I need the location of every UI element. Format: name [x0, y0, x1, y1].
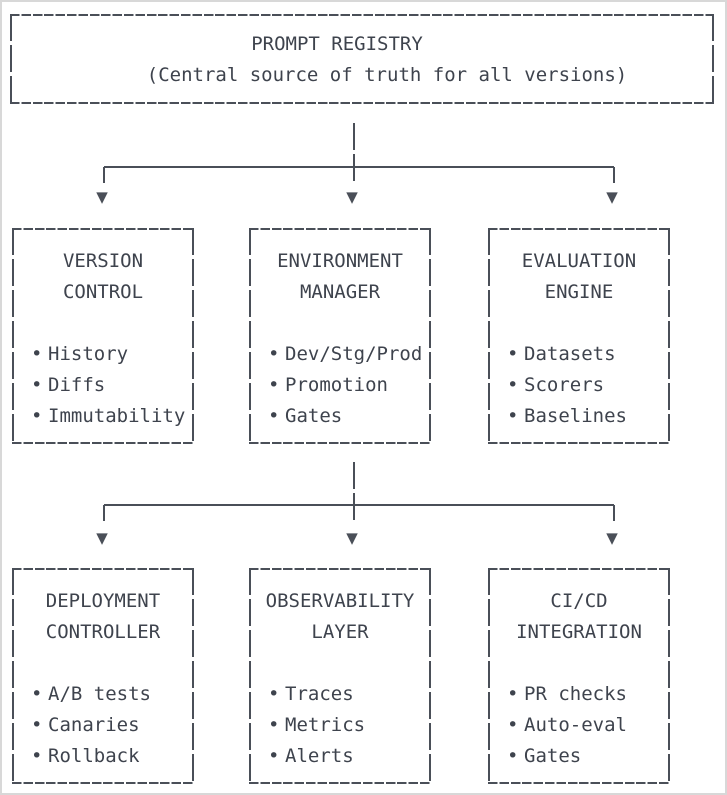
spacer	[249, 308, 431, 339]
item-label: Gates	[285, 405, 343, 427]
bullet-icon: •	[268, 683, 280, 705]
item-label: Promotion	[285, 374, 388, 396]
bullet-icon: •	[507, 683, 519, 705]
down-arrow-icon: ▼	[96, 188, 108, 206]
down-arrow-icon: ▼	[606, 188, 618, 206]
registry-title: PROMPT REGISTRY	[251, 33, 423, 55]
down-arrow-icon: ▼	[606, 529, 618, 547]
node-title: CONTROLLER	[45, 621, 161, 643]
list-item: •Baselines	[488, 401, 670, 432]
list-item: •PR checks	[488, 679, 670, 710]
connector-row1-to-row2	[103, 462, 615, 521]
node-deployment-controller: DEPLOYMENT CONTROLLER •A/B tests •Canari…	[12, 568, 194, 784]
list-item: •Alerts	[249, 741, 431, 772]
node-title: LAYER	[311, 621, 369, 643]
bullet-icon: •	[507, 714, 519, 736]
node-title: EVALUATION	[521, 250, 637, 272]
node-observability-layer: OBSERVABILITY LAYER •Traces •Metrics •Al…	[249, 568, 431, 784]
bullet-icon: •	[268, 405, 280, 427]
down-arrow-icon: ▼	[346, 529, 358, 547]
list-item: •History	[12, 339, 194, 370]
list-item: •Auto-eval	[488, 710, 670, 741]
node-title: OBSERVABILITY	[265, 590, 415, 612]
node-title: INTEGRATION	[516, 621, 642, 643]
list-item: •Traces	[249, 679, 431, 710]
node-title: ENVIRONMENT	[277, 250, 403, 272]
bullet-icon: •	[268, 714, 280, 736]
spacer	[488, 308, 670, 339]
item-label: Traces	[285, 683, 354, 705]
registry-subtitle: (Central source of truth for all version…	[146, 64, 628, 86]
node-title: MANAGER	[299, 281, 381, 303]
node-title: CI/CD	[550, 590, 608, 612]
item-label: Rollback	[48, 745, 140, 767]
list-item: •Metrics	[249, 710, 431, 741]
node-title: VERSION	[62, 250, 144, 272]
bullet-icon: •	[268, 745, 280, 767]
item-label: Auto-eval	[524, 714, 627, 736]
node-title: CONTROL	[62, 281, 144, 303]
node-version-control: VERSION CONTROL •History •Diffs •Immutab…	[12, 228, 194, 444]
list-item: •Promotion	[249, 370, 431, 401]
bullet-icon: •	[31, 714, 43, 736]
node-evaluation-engine: EVALUATION ENGINE •Datasets •Scorers •Ba…	[488, 228, 670, 444]
list-item: •Scorers	[488, 370, 670, 401]
bullet-icon: •	[268, 374, 280, 396]
item-label: Gates	[524, 745, 582, 767]
connector-registry-to-row1	[103, 123, 615, 184]
list-item: •Dev/Stg/Prod	[249, 339, 431, 370]
down-arrow-icon: ▼	[96, 529, 108, 547]
item-label: Metrics	[285, 714, 366, 736]
node-title: ENGINE	[544, 281, 614, 303]
list-item: •A/B tests	[12, 679, 194, 710]
item-label: Dev/Stg/Prod	[285, 343, 423, 365]
bullet-icon: •	[31, 745, 43, 767]
item-label: Alerts	[285, 745, 354, 767]
item-label: Scorers	[524, 374, 605, 396]
list-item: •Immutability	[12, 401, 194, 432]
item-label: Diffs	[48, 374, 106, 396]
spacer	[12, 648, 194, 679]
list-item: •Diffs	[12, 370, 194, 401]
item-label: Immutability	[48, 405, 186, 427]
bullet-icon: •	[31, 683, 43, 705]
list-item: •Datasets	[488, 339, 670, 370]
node-cicd-integration: CI/CD INTEGRATION •PR checks •Auto-eval …	[488, 568, 670, 784]
bullet-icon: •	[31, 343, 43, 365]
list-item: •Gates	[488, 741, 670, 772]
item-label: History	[48, 343, 129, 365]
bullet-icon: •	[507, 374, 519, 396]
item-label: Canaries	[48, 714, 140, 736]
bullet-icon: •	[507, 405, 519, 427]
bullet-icon: •	[507, 343, 519, 365]
list-item: •Canaries	[12, 710, 194, 741]
spacer	[12, 308, 194, 339]
item-label: Datasets	[524, 343, 616, 365]
bullet-icon: •	[268, 343, 280, 365]
item-label: PR checks	[524, 683, 627, 705]
item-label: A/B tests	[48, 683, 151, 705]
bullet-icon: •	[31, 405, 43, 427]
down-arrow-icon: ▼	[346, 188, 358, 206]
prompt-registry-box: PROMPT REGISTRY (Central source of truth…	[10, 14, 714, 104]
bullet-icon: •	[507, 745, 519, 767]
bullet-icon: •	[31, 374, 43, 396]
list-item: •Rollback	[12, 741, 194, 772]
node-title: DEPLOYMENT	[45, 590, 161, 612]
list-item: •Gates	[249, 401, 431, 432]
node-environment-manager: ENVIRONMENT MANAGER •Dev/Stg/Prod •Promo…	[249, 228, 431, 444]
spacer	[488, 648, 670, 679]
item-label: Baselines	[524, 405, 627, 427]
spacer	[249, 648, 431, 679]
